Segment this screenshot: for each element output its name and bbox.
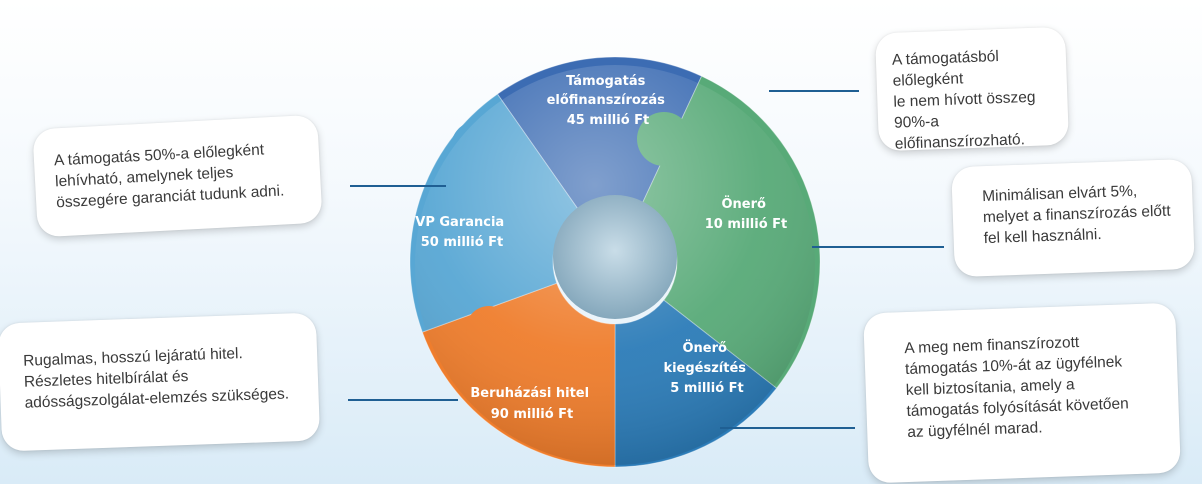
label-tamogatas: Támogatás előfinanszírozás 45 millió Ft xyxy=(547,74,670,128)
connector-line xyxy=(769,90,859,92)
connector-line xyxy=(812,246,944,248)
label-onero-kiegeszites: Önerő kiegészítés 5 millió Ft xyxy=(663,340,750,396)
callout-line: A támogatásból előlegként xyxy=(891,48,1000,90)
connector-line xyxy=(348,399,458,401)
callout-beruhazasi-hitel: Rugalmas, hosszú lejáratú hitel. Részlet… xyxy=(0,312,321,452)
callout-tamogatas: A támogatásból előlegként le nem hívott … xyxy=(874,26,1070,153)
callout-onero: Minimálisan elvárt 5%, melyet a finanszí… xyxy=(951,158,1195,278)
ring-center xyxy=(553,195,677,319)
label-vp-garancia: VP Garancia 50 millió Ft xyxy=(415,215,508,250)
callout-vp-garancia: A támogatás 50%-a előlegként lehívható, … xyxy=(32,114,323,238)
connector-line xyxy=(720,427,855,429)
label-beruhazasi-hitel: Beruházási hitel 90 millió Ft xyxy=(470,386,593,422)
callout-line: 90%-a előfinanszírozható. xyxy=(893,113,1026,153)
connector-line xyxy=(350,185,446,187)
callout-onero-kiegeszites: A meg nem finanszírozott támogatás 10%-á… xyxy=(863,302,1181,484)
label-onero: Önerő 10 millió Ft xyxy=(705,196,788,232)
